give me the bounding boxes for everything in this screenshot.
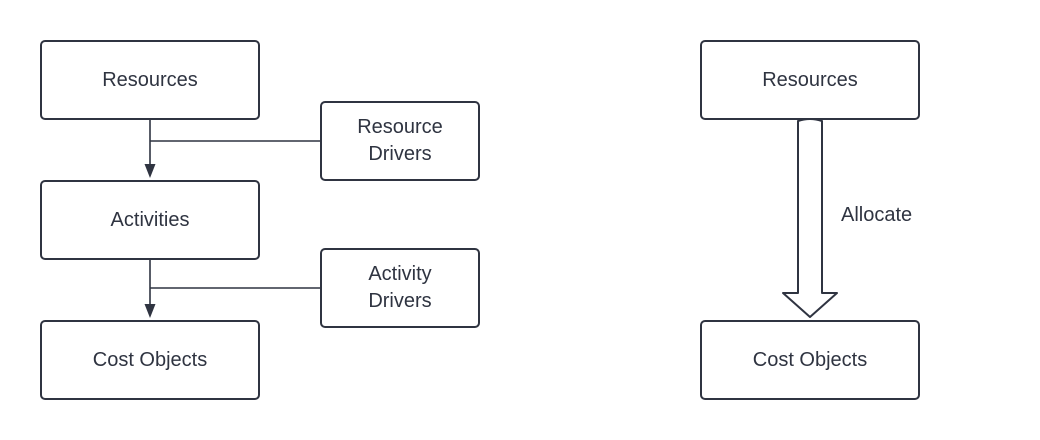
activities-box: Activities bbox=[40, 180, 260, 260]
cost-objects-arrowhead bbox=[144, 304, 156, 318]
activity-drivers-box: Activity Drivers bbox=[320, 248, 480, 328]
allocate-label: Allocate bbox=[841, 204, 913, 226]
resources-box: Resources bbox=[40, 40, 260, 120]
allocate-block-arrow bbox=[782, 118, 838, 318]
right-resources-box: Resources bbox=[700, 40, 920, 120]
resource-drivers-box: Resource Drivers bbox=[320, 101, 480, 181]
right-cost-objects-box: Cost Objects bbox=[700, 320, 920, 400]
cost-objects-box: Cost Objects bbox=[40, 320, 260, 400]
activities-arrowhead bbox=[144, 164, 156, 178]
